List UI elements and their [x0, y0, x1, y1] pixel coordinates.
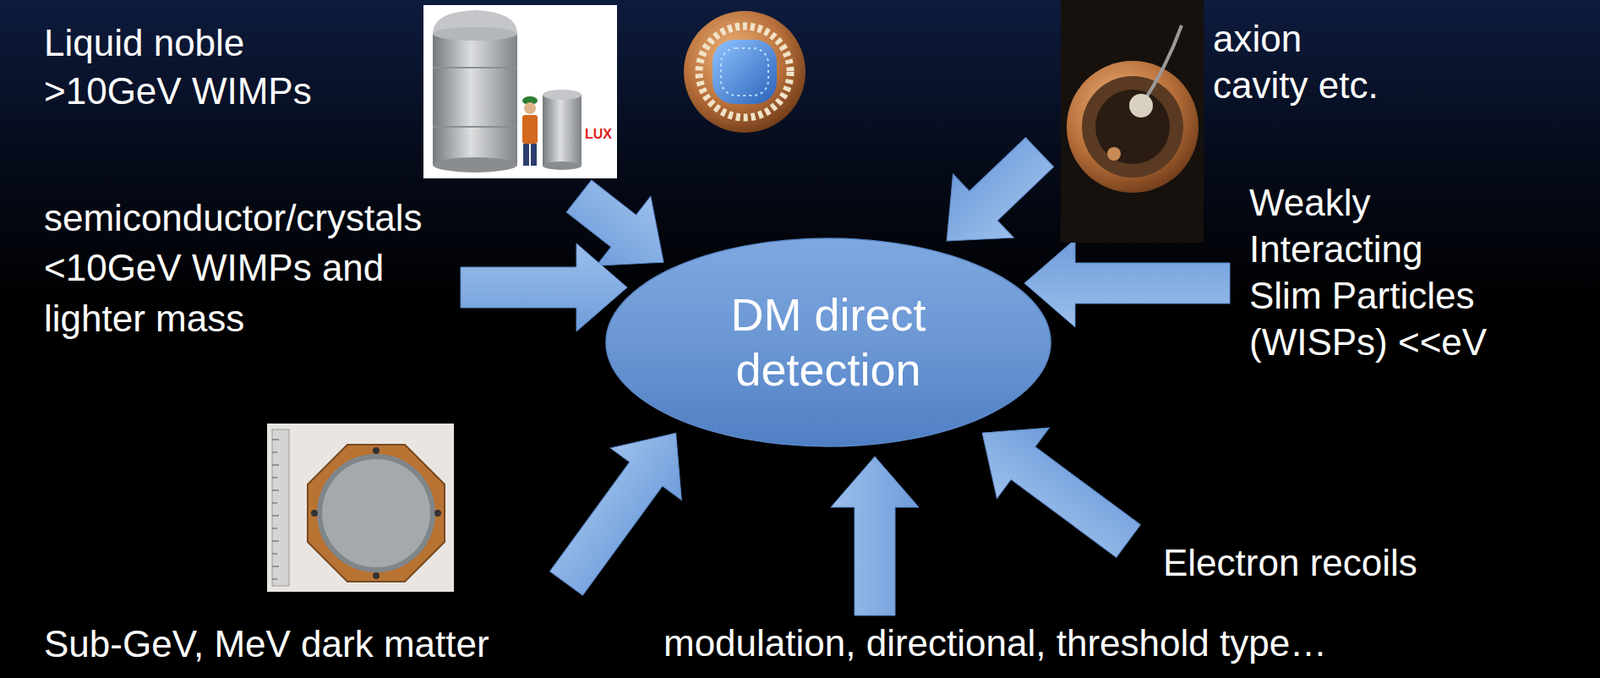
cavity-wall — [1081, 76, 1184, 178]
tank-band — [432, 66, 518, 69]
large-tank — [432, 33, 518, 165]
cavity-bore — [1095, 89, 1170, 164]
cavity-cable — [1141, 25, 1182, 106]
screw — [434, 509, 442, 517]
technique-label: Electron recoils — [1163, 540, 1502, 586]
person-leg — [530, 143, 537, 166]
ruler — [272, 429, 290, 586]
small-tank — [542, 94, 582, 166]
block-arrow — [1024, 239, 1230, 328]
pmt-sphere-picture — [683, 10, 806, 133]
crystal-wafer — [316, 453, 436, 573]
pmt-grid — [720, 48, 769, 96]
screw — [372, 572, 380, 579]
block-arrow — [530, 407, 712, 610]
block-arrow — [955, 397, 1155, 576]
tank-band — [432, 125, 518, 128]
tuning-rod — [1129, 93, 1153, 118]
detector-tanks-picture — [423, 5, 618, 179]
pmt-ring — [698, 26, 791, 118]
technique-label: semiconductor/crystals <10GeV WIMPs and … — [43, 192, 433, 344]
screw — [372, 447, 380, 454]
picture-ground — [423, 5, 618, 179]
ellipse-shape — [606, 238, 1051, 447]
block-arrow — [460, 243, 628, 332]
small-tank-base — [542, 161, 582, 170]
technique-label: Liquid noble >10GeV WIMPs — [43, 18, 332, 115]
picture-ground — [267, 423, 454, 592]
screw — [311, 509, 318, 517]
pmt-array — [712, 39, 777, 104]
block-arrow — [830, 456, 919, 616]
ruler-ticks — [272, 439, 279, 579]
axion-cavity-picture — [1060, 0, 1204, 243]
tank-base — [432, 157, 518, 173]
node-text-holder: DM direct detection — [604, 236, 1053, 448]
technique-label: Sub-GeV, MeV dark matter — [43, 622, 535, 667]
person-body — [522, 114, 538, 144]
crystal-detector-picture — [267, 423, 454, 592]
technique-label: Weakly Interacting Slim Particles (WISPs… — [1249, 179, 1497, 366]
node-title: DM direct detection — [701, 287, 956, 398]
copper-holder — [307, 444, 445, 582]
block-arrow — [916, 120, 1071, 273]
cavity-port — [1107, 147, 1121, 161]
picture-ground — [1060, 0, 1204, 243]
central-ellipse: DM direct detection — [604, 236, 1053, 448]
small-tank-top — [542, 89, 582, 100]
ellipse-outline — [604, 236, 1053, 448]
picture-tag: LUX — [584, 126, 619, 142]
crystal-surface — [322, 458, 431, 568]
copper-sphere — [683, 10, 806, 133]
person-leg — [523, 143, 530, 166]
tank-rim — [432, 27, 518, 41]
technique-label: axion cavity etc. — [1212, 15, 1391, 109]
person-head — [524, 102, 536, 115]
technique-label: modulation, directional, threshold type… — [663, 621, 1366, 667]
cavity-rim — [1066, 60, 1199, 193]
